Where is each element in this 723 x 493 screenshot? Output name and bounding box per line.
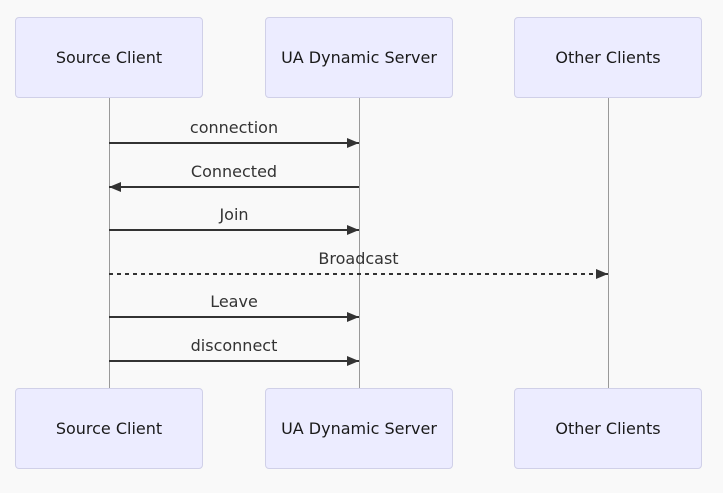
arrowhead-right-icon <box>596 269 608 279</box>
message-line <box>109 186 359 188</box>
actor-label: UA Dynamic Server <box>281 419 437 438</box>
arrowhead-right-icon <box>347 312 359 322</box>
message-label: Join <box>219 205 249 224</box>
message-line <box>109 273 608 275</box>
message-line <box>109 142 359 144</box>
actor-box-bottom-other-clients: Other Clients <box>514 388 702 469</box>
lifeline-source-client <box>109 98 110 388</box>
message-label: Leave <box>210 292 258 311</box>
actor-label: Source Client <box>55 419 163 438</box>
actor-label: UA Dynamic Server <box>281 48 437 67</box>
actor-box-bottom-ua-dynamic-server: UA Dynamic Server <box>265 388 453 469</box>
message-line <box>109 360 359 362</box>
lifeline-ua-dynamic-server <box>359 98 360 388</box>
arrowhead-right-icon <box>347 138 359 148</box>
actor-box-bottom-source-client: Source Client <box>15 388 203 469</box>
message-line <box>109 229 359 231</box>
lifeline-other-clients <box>608 98 609 388</box>
actor-box-top-source-client: Source Client <box>15 17 203 98</box>
actor-label: Other Clients <box>555 48 661 67</box>
message-line <box>109 316 359 318</box>
actor-label: Other Clients <box>555 419 661 438</box>
message-label: disconnect <box>190 336 278 355</box>
message-label: connection <box>189 118 279 137</box>
actor-box-top-ua-dynamic-server: UA Dynamic Server <box>265 17 453 98</box>
actor-label: Source Client <box>55 48 163 67</box>
message-label: Broadcast <box>318 249 399 268</box>
actor-box-top-other-clients: Other Clients <box>514 17 702 98</box>
arrowhead-left-icon <box>109 182 121 192</box>
arrowhead-right-icon <box>347 356 359 366</box>
arrowhead-right-icon <box>347 225 359 235</box>
message-label: Connected <box>190 162 278 181</box>
